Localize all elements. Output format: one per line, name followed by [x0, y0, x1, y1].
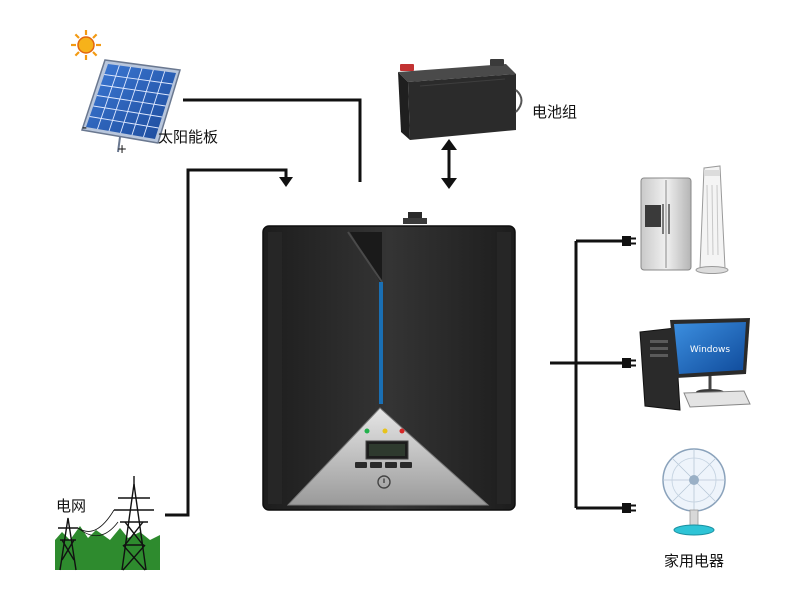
grid-arrow-icon — [279, 177, 293, 187]
solar-plus-label: + — [117, 142, 128, 156]
plug-icon — [622, 358, 636, 368]
refrigerator-icon — [640, 177, 692, 271]
grid-ground — [55, 526, 160, 570]
accent-strip — [379, 282, 383, 404]
power-tower-icon — [55, 476, 160, 571]
solar-panel-icon — [81, 59, 181, 153]
status-led-red — [399, 428, 405, 434]
power-button-icon — [377, 475, 391, 489]
tower-fan-icon — [695, 165, 729, 274]
appliances-label: 家用电器 — [664, 552, 725, 570]
plug-icon — [622, 236, 636, 246]
battery-label: 电池组 — [532, 103, 578, 121]
control-button — [385, 462, 397, 468]
battery-arrow-up-icon — [441, 139, 457, 150]
control-button — [370, 462, 382, 468]
solar-to-inverter-line — [183, 98, 362, 182]
status-led-yellow — [382, 428, 388, 434]
solar-panel-label: 太阳能板 — [158, 128, 219, 146]
plug-icon — [622, 503, 636, 513]
sun-icon — [71, 30, 101, 60]
connection-lines — [165, 98, 622, 517]
desk-fan-icon — [662, 448, 726, 536]
grid-to-inverter-line — [165, 168, 288, 517]
control-button — [400, 462, 412, 468]
control-button — [355, 462, 367, 468]
monitor-os-text: Windows — [690, 345, 730, 355]
solar-minus-label: - — [82, 120, 88, 136]
status-led-green — [364, 428, 370, 434]
battery-icon — [398, 59, 523, 140]
battery-arrow-down-icon — [441, 178, 457, 189]
monitor-screen — [674, 322, 746, 374]
grid-label: 电网 — [56, 497, 87, 515]
computer-icon: Windows — [639, 318, 751, 411]
inverter-icon — [262, 212, 516, 511]
